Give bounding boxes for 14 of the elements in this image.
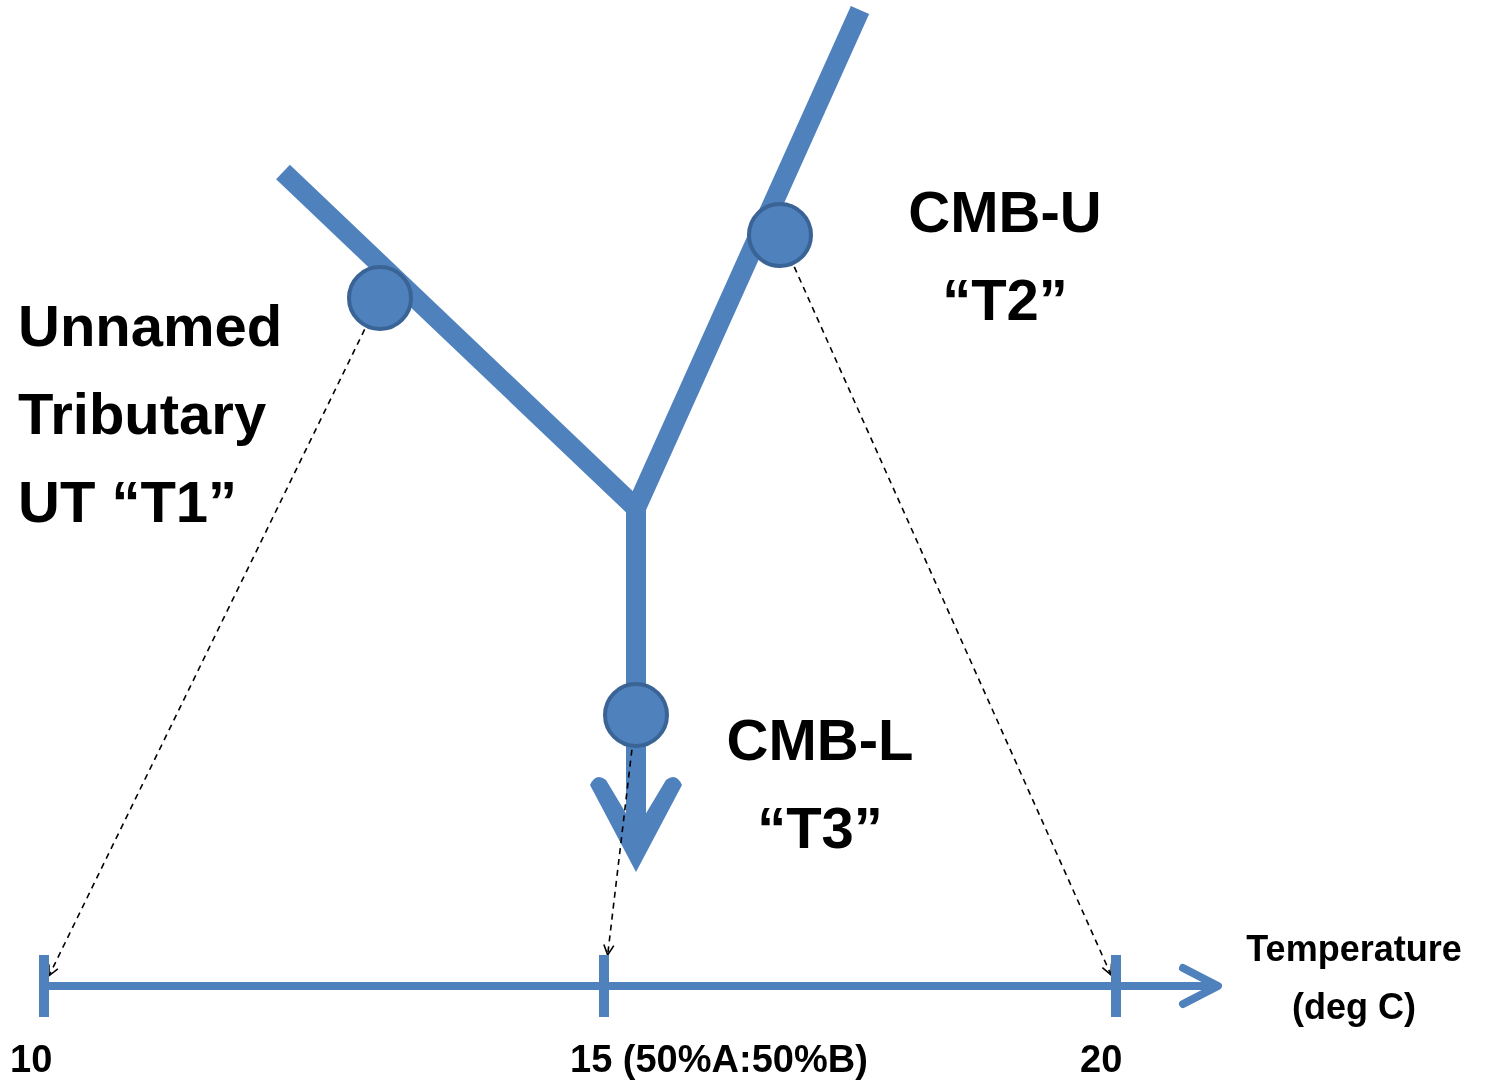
tick-label: 15 (50%A:50%B) bbox=[570, 1037, 869, 1081]
axis-tick bbox=[1111, 955, 1121, 1017]
site-label: CMB-U “T2” bbox=[907, 178, 1103, 334]
tick-label: 20 bbox=[1080, 1037, 1124, 1081]
dashed-arrow bbox=[48, 328, 366, 977]
dashed-arrow bbox=[793, 266, 1113, 976]
site-marker bbox=[347, 265, 413, 331]
tick-label: 10 bbox=[10, 1037, 54, 1081]
axis-title: Temperature (deg C) bbox=[1245, 927, 1463, 1029]
axis-tick bbox=[599, 955, 609, 1017]
axis-tick bbox=[39, 955, 49, 1017]
site-label: CMB-L “T3” bbox=[725, 706, 915, 862]
site-label: Unnamed Tributary UT “T1” bbox=[18, 292, 284, 536]
dashed-arrow bbox=[603, 748, 633, 956]
